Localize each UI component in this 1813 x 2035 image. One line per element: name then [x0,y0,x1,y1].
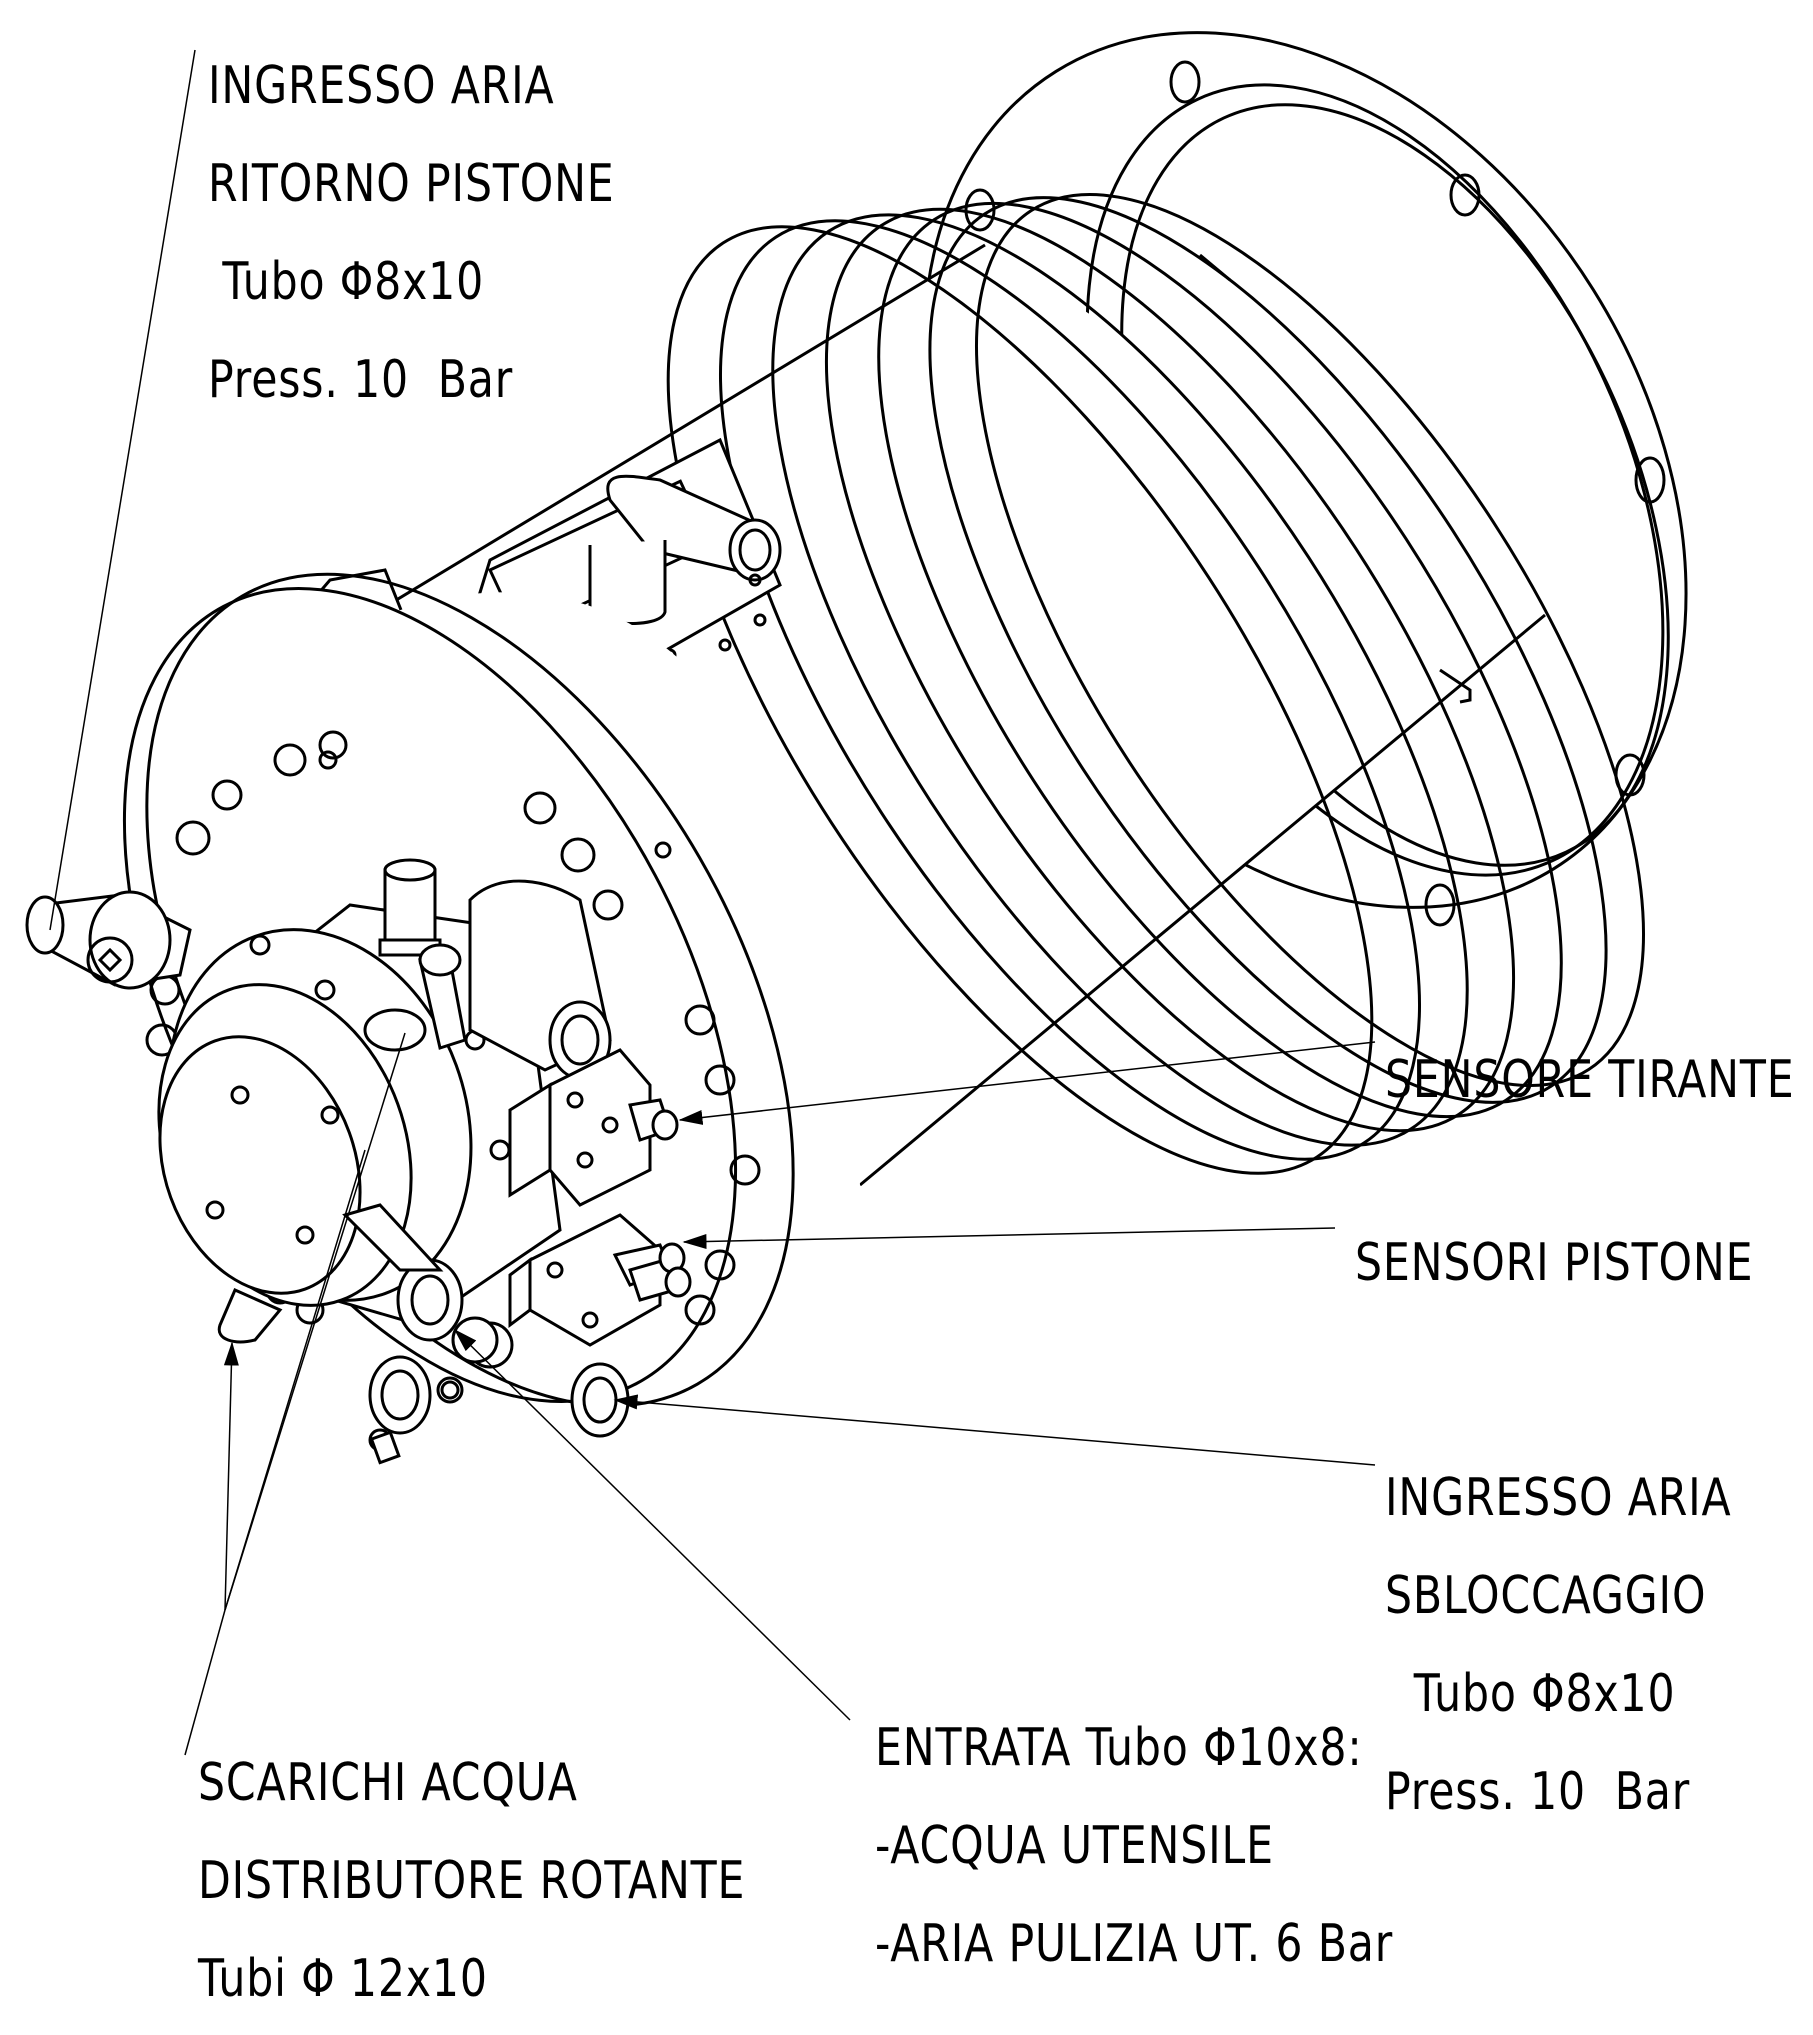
cap-screw [205,1200,225,1220]
label-line: INGRESSO ARIA [1385,1468,1732,1528]
loose-nut [369,1430,401,1465]
leader-sensori-pistone [682,1227,1336,1250]
rotary-distributor [157,858,630,1452]
housing-hole [211,779,243,811]
housing-hole [704,1064,736,1096]
label-line: SENSORE TIRANTE [1385,1050,1795,1110]
label-line: RITORNO PISTONE [208,154,615,214]
flange-bolt-hole [1169,60,1201,104]
housing-hole [318,730,348,760]
housing-hole [318,750,338,770]
label-line: Tubo Φ8x10 [208,252,485,312]
leader-entrata [453,1328,851,1721]
label-line: -ARIA PULIZIA UT. 6 Bar [875,1914,1394,1974]
label-line: -ACQUA UTENSILE [875,1816,1274,1876]
spindle-drawing [25,31,1688,1756]
housing-hole [684,1294,716,1326]
label-line: Press. 10 Bar [1385,1762,1691,1822]
housing-hole [684,1004,716,1036]
flange-bolt-hole [1634,456,1666,504]
sensor-block-pistone [508,1213,692,1347]
cap-screw [314,979,336,1001]
housing-hole [175,820,211,856]
label-sensori-pistone: SENSORI PISTONE [1355,1205,1753,1319]
cap-screw [230,1085,250,1105]
housing-hole [273,743,307,777]
label-line: Tubi Φ 12x10 [198,1949,488,2009]
housing-hole [523,791,557,825]
label-scarichi: SCARICHI ACQUA DISTRIBUTORE ROTANTE Tubi… [198,1725,745,2035]
leader-ritorno-pistone [49,49,196,931]
leader-scarichi-3 [224,1149,366,1611]
housing-hole [654,841,672,859]
cap-screw [320,1105,340,1125]
label-line: INGRESSO ARIA [208,56,555,116]
sensor-block-tirante [508,1048,679,1207]
housing-hole [704,1249,736,1281]
label-line: SENSORI PISTONE [1355,1233,1754,1293]
housing-hole [729,1154,761,1186]
label-sensore-tirante: SENSORE TIRANTE [1385,1022,1795,1136]
label-line: ENTRATA Tubo Φ10x8: [875,1718,1363,1778]
housing-hole [592,889,624,921]
cap-screw [249,934,271,956]
leader-sbloccaggio [613,1394,1376,1466]
label-line: SBLOCCAGGIO [1385,1566,1707,1626]
flange-bolt-hole [1424,883,1456,927]
label-sbloccaggio: INGRESSO ARIA SBLOCCAGGIO Tubo Φ8x10 Pre… [1385,1440,1732,1848]
cap-screw [295,1225,315,1245]
label-entrata: ENTRATA Tubo Φ10x8: -ACQUA UTENSILE -ARI… [875,1690,1393,2000]
leader-scarichi-4 [184,1609,226,1756]
label-line: Press. 10 Bar [208,350,514,410]
flange-bolt-hole [1449,173,1481,217]
leader-scarichi-1 [223,1341,239,1611]
label-ritorno-pistone: INGRESSO ARIA RITORNO PISTONE Tubo Φ8x10… [208,28,615,436]
label-line: SCARICHI ACQUA [198,1753,578,1813]
housing-hole [436,1376,464,1404]
label-line: DISTRIBUTORE ROTANTE [198,1851,746,1911]
housing-hole [560,837,596,873]
leader-sensore-tirante [678,1041,1376,1125]
left-elbow-fitting [25,890,192,990]
label-line: Tubo Φ8x10 [1385,1664,1676,1724]
